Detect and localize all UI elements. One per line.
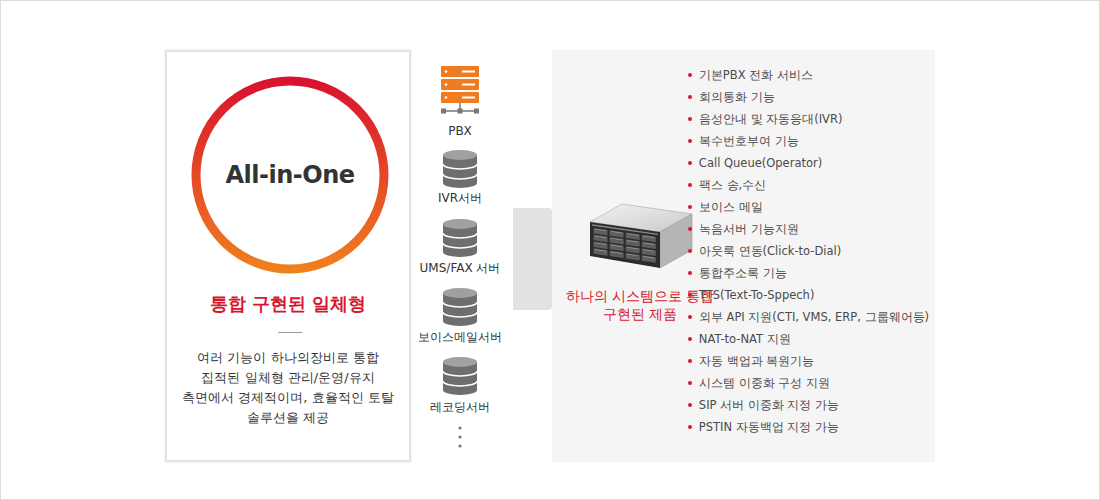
feature-item: Call Queue(Operator)	[688, 152, 822, 174]
bullet-dot	[688, 161, 692, 165]
bullet-dot	[688, 117, 692, 121]
feature-item: 녹음서버 기능지원	[688, 218, 799, 240]
bullet-dot	[688, 95, 692, 99]
feature-text: 시스템 이중화 구성 지원	[699, 376, 830, 391]
feature-text: TTS(Text-To-Sppech)	[699, 288, 815, 302]
bullet-dot	[688, 337, 692, 341]
continuation-dots	[458, 426, 461, 447]
feature-text: 복수번호부여 기능	[699, 134, 799, 149]
recording-server-icon	[443, 357, 477, 395]
feature-item: 팩스 송,수신	[688, 174, 766, 196]
feature-item: 음성안내 및 자동응대(IVR)	[688, 108, 843, 130]
feature-item: 통합주소록 기능	[688, 262, 787, 284]
bullet-dot	[688, 139, 692, 143]
left-panel: All-in-One 통합 구현된 일체형여러 기능이 하나의장비로 통합 집적된…	[165, 50, 411, 462]
bullet-dot	[688, 271, 692, 275]
feature-item: NAT-to-NAT 지원	[688, 328, 791, 350]
feature-text: 음성안내 및 자동응대(IVR)	[699, 112, 843, 127]
voicemail-server-icon	[443, 288, 477, 326]
feature-text: SIP 서버 이중화 지정 가능	[699, 398, 839, 413]
right-panel: 하나의 시스템으로 통합 구현된 제품 기본PBX 전화 서비스회의통화 기능음성…	[552, 50, 935, 462]
ums-fax-server-icon	[443, 219, 477, 257]
feature-text: 회의통화 기능	[699, 90, 775, 105]
feature-text: 보이스 메일	[699, 200, 763, 215]
bullet-dot	[688, 359, 692, 363]
feature-item: SIP 서버 이중화 지정 가능	[688, 394, 839, 416]
all-in-one-circle: All-in-One	[191, 76, 389, 274]
feature-item: 기본PBX 전화 서비스	[688, 64, 813, 86]
bullet-dot	[688, 293, 692, 297]
panel-description: 여러 기능이 하나의장비로 통합 집적된 일체형 관리/운영/유지 측면에서 경…	[177, 348, 399, 428]
bullet-dot	[688, 227, 692, 231]
feature-text: 팩스 송,수신	[699, 178, 766, 193]
feature-item: 복수번호부여 기능	[688, 130, 799, 152]
feature-item: 시스템 이중화 구성 지원	[688, 372, 830, 394]
feature-item: 아웃룩 연동(Click-to-Dial)	[688, 240, 841, 262]
feature-text: 녹음서버 기능지원	[699, 222, 799, 237]
feature-text: 아웃룩 연동(Click-to-Dial)	[699, 244, 841, 259]
icon-label: UMS/FAX 서버	[400, 260, 520, 277]
feature-text: 외부 API 지원(CTI, VMS, ERP, 그룹웨어등)	[699, 310, 929, 325]
bullet-dot	[688, 381, 692, 385]
bullet-dot	[688, 315, 692, 319]
ring-label: All-in-One	[225, 161, 354, 189]
feature-text: PSTIN 자동백업 지정 가능	[699, 420, 839, 435]
product-caption: 하나의 시스템으로 통합 구현된 제품	[558, 287, 722, 323]
feature-text: 통합주소록 기능	[699, 266, 787, 281]
feature-text: 자동 백업과 복원기능	[699, 354, 814, 369]
feature-item: 외부 API 지원(CTI, VMS, ERP, 그룹웨어등)	[688, 306, 929, 328]
feature-text: NAT-to-NAT 지원	[699, 332, 791, 347]
feature-item: 보이스 메일	[688, 196, 763, 218]
feature-item: PSTIN 자동백업 지정 가능	[688, 416, 839, 438]
icon-label: 보이스메일서버	[400, 329, 520, 346]
bullet-dot	[688, 403, 692, 407]
icon-label: 레코딩서버	[400, 399, 520, 416]
feature-text: Call Queue(Operator)	[699, 156, 822, 170]
ivr-server-icon	[443, 150, 477, 188]
bullet-dot	[688, 183, 692, 187]
separator-rule	[278, 332, 302, 333]
icon-label: PBX	[400, 124, 520, 138]
feature-item: TTS(Text-To-Sppech)	[688, 284, 815, 306]
feature-item: 회의통화 기능	[688, 86, 775, 108]
feature-item: 자동 백업과 복원기능	[688, 350, 814, 372]
icon-label: IVR서버	[400, 190, 520, 207]
feature-text: 기본PBX 전화 서비스	[699, 68, 813, 83]
pbx-icon	[441, 66, 479, 114]
bullet-dot	[688, 249, 692, 253]
bullet-dot	[688, 425, 692, 429]
panel-heading: 통합 구현된 일체형	[167, 292, 409, 316]
bullet-dot	[688, 205, 692, 209]
bullet-dot	[688, 73, 692, 77]
